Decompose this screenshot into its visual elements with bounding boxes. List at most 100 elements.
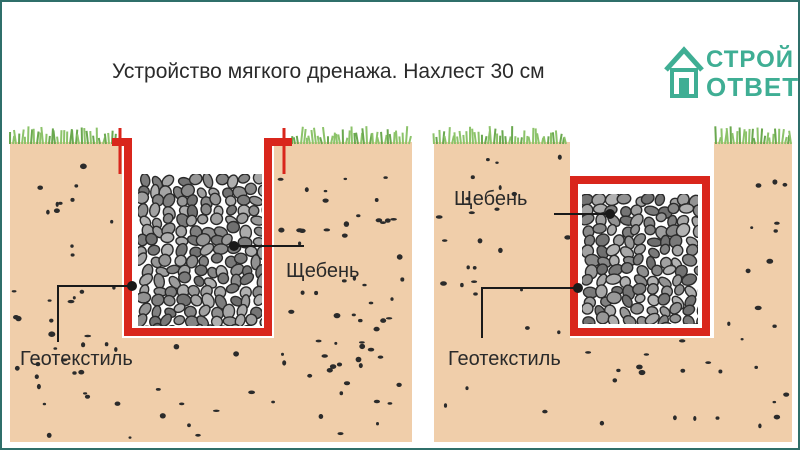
gravel-stone <box>592 223 606 234</box>
grass-blade <box>301 127 303 144</box>
grass-blade <box>93 136 94 144</box>
soil-speck <box>465 386 468 390</box>
soil-speck <box>47 433 52 438</box>
soil-speck <box>374 327 380 332</box>
grass-blade <box>57 137 58 144</box>
soil-speck <box>783 183 788 187</box>
grass-blade <box>752 129 753 144</box>
grass-blade <box>743 129 745 144</box>
soil-speck <box>344 381 350 385</box>
soil-speck <box>478 238 483 243</box>
soil-speck <box>342 234 348 238</box>
soil-speck <box>344 221 349 227</box>
grass-blade <box>311 130 313 144</box>
soil-speck <box>362 284 366 287</box>
grass-blade <box>767 132 768 144</box>
soil-speck <box>358 319 363 322</box>
grass-blade <box>505 136 506 144</box>
soil-speck <box>396 383 401 387</box>
soil-speck <box>248 391 255 395</box>
soil-speck <box>783 393 789 397</box>
grass-blade <box>775 129 776 144</box>
soil-speck <box>48 299 52 301</box>
grass-blade <box>40 133 41 144</box>
soil-speck <box>380 318 386 323</box>
soil-speck <box>716 416 720 419</box>
soil-speck <box>368 348 374 352</box>
soil-speck <box>15 316 21 321</box>
grass-blade <box>362 128 364 144</box>
soil-speck <box>727 322 730 326</box>
soil-speck <box>37 384 41 389</box>
soil-speck <box>71 253 75 256</box>
soil-speck <box>316 340 322 343</box>
gravel-stone <box>237 195 250 205</box>
grass-blade <box>782 129 784 144</box>
grass-blade <box>773 134 774 144</box>
soil-speck <box>585 351 591 354</box>
soil-speck <box>70 244 73 247</box>
house-icon <box>662 44 708 104</box>
gravel-stone <box>654 193 666 207</box>
grass-blade <box>764 136 765 144</box>
gravel-stone <box>148 202 161 218</box>
soil-speck <box>772 325 776 328</box>
soil-speck <box>718 370 722 374</box>
gravel-stone <box>227 221 240 233</box>
grass-blade <box>449 127 450 144</box>
soil-speck <box>774 415 780 420</box>
soil-speck <box>352 314 356 317</box>
grass-blade <box>761 128 762 144</box>
soil-speck <box>383 176 387 179</box>
soil-speck <box>473 266 477 270</box>
grass-blade <box>542 138 543 144</box>
grass-blade <box>553 132 554 144</box>
grass-blade <box>108 133 109 144</box>
soil-speck <box>397 254 403 259</box>
soil-speck <box>337 363 342 367</box>
grass-blade <box>399 136 400 144</box>
soil-speck <box>80 164 87 170</box>
soil-speck <box>774 229 778 232</box>
soil-speck <box>327 368 333 373</box>
soil-speck <box>68 300 75 303</box>
gravel-stone <box>248 205 259 216</box>
gravel-stone <box>201 172 214 189</box>
grass-blade <box>105 134 106 144</box>
grass-blade <box>769 137 770 144</box>
gravel-stone <box>645 225 656 236</box>
soil-speck <box>356 214 360 217</box>
soil-speck <box>693 416 696 421</box>
soil-speck <box>334 342 337 345</box>
grass-blade <box>99 138 100 144</box>
soil-speck <box>344 178 348 180</box>
stroy-otvet-logo: СТРОЙ ОТВЕТ <box>662 44 792 108</box>
grass-blade <box>494 129 495 144</box>
soil-speck <box>334 313 341 318</box>
gravel-stone <box>225 282 240 294</box>
grass-blade <box>372 133 373 144</box>
soil-speck <box>324 190 328 192</box>
soil-speck <box>616 369 620 372</box>
soil-speck <box>378 356 384 359</box>
grass-blade <box>22 129 24 144</box>
soil-speck <box>37 186 43 190</box>
soil-speck <box>298 242 301 246</box>
soil-speck <box>74 184 78 187</box>
grass-blade <box>544 136 545 144</box>
gravel-label-left: Щебень <box>286 260 359 283</box>
soil-speck <box>83 392 87 394</box>
soil-speck <box>613 378 618 382</box>
soil-speck <box>271 401 275 404</box>
grass-blade <box>556 130 557 144</box>
grass-blade <box>396 131 397 144</box>
grass-blade <box>749 129 750 144</box>
grass-blade <box>346 138 347 144</box>
grass-blade <box>336 134 337 144</box>
soil-speck <box>376 422 379 425</box>
soil-speck <box>301 291 305 295</box>
grass-blade <box>390 134 391 144</box>
soil-speck <box>469 211 475 214</box>
grass-blade <box>757 128 758 144</box>
gravel-stone <box>135 191 149 204</box>
